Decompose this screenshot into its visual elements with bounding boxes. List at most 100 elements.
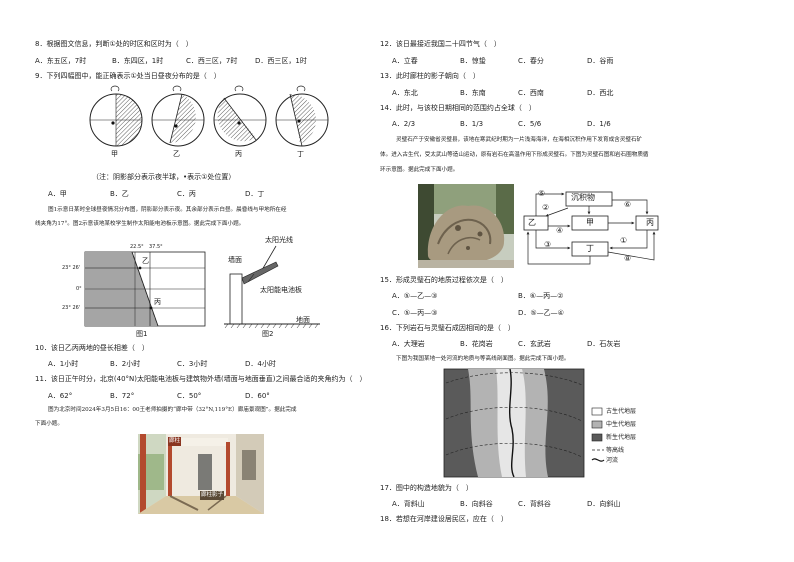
- cycle-label-bing: 丙: [646, 218, 654, 227]
- cycle-label-1: ①: [620, 236, 628, 245]
- q8-option-b[interactable]: B．东四区，1时: [112, 57, 164, 65]
- q9-option-c[interactable]: C．丙: [177, 190, 196, 198]
- cycle-label-4: ④: [556, 226, 564, 235]
- cycle-label-3: ③: [544, 240, 552, 249]
- globe-label-jia: 甲: [111, 150, 118, 158]
- q10-option-d[interactable]: D．4小时: [245, 360, 276, 368]
- q12-option-a[interactable]: A．立春: [392, 57, 418, 65]
- q15-option-b[interactable]: B．⑥—丙—②: [518, 292, 564, 300]
- fig2-ground-label: 地面: [296, 316, 310, 324]
- cycle-label-5: ⑤: [538, 189, 546, 198]
- globe-yi: [151, 85, 205, 147]
- passage-2-line-1: 图为北京时间2024年3月5日16：00王老师拍摄的“廊中带（32°N,119°…: [48, 407, 297, 413]
- q8-stem: 8．根据图文信息，判断①处的时区和区时为（ ）: [35, 40, 193, 48]
- q10-option-c[interactable]: C．3小时: [177, 360, 208, 368]
- q16-option-a[interactable]: A．大理岩: [392, 340, 425, 348]
- fig2-caption: 图2: [262, 330, 274, 338]
- q17-option-d[interactable]: D．向斜山: [587, 500, 621, 508]
- corridor-photo: 廊柱 廊柱影子: [138, 434, 264, 514]
- fig2-panel-label: 太阳能电池板: [260, 286, 302, 294]
- q13-option-c[interactable]: C．西南: [518, 89, 544, 97]
- q14-option-a[interactable]: A．2/3: [392, 120, 416, 128]
- q13-option-b[interactable]: B．东南: [460, 89, 486, 97]
- q8-option-d[interactable]: D．西三区，1时: [255, 57, 307, 65]
- cycle-label-sediment: 沉积物: [571, 193, 595, 202]
- q10-stem: 10．该日乙丙两地的昼长相差（ ）: [35, 344, 149, 352]
- legend-paleozoic: 古生代地层: [606, 408, 637, 415]
- fig1-lat-north: 23° 26': [62, 265, 81, 271]
- globe-label-bing: 丙: [235, 150, 242, 158]
- q13-option-d[interactable]: D．西北: [587, 89, 614, 97]
- globe-jia: [89, 85, 143, 147]
- legend-contour: 等高线: [606, 447, 625, 454]
- cycle-label-jia: 甲: [586, 218, 594, 227]
- q12-option-b[interactable]: B．惊蛰: [460, 57, 486, 65]
- fig1-point-bing: 丙: [154, 298, 161, 306]
- q10-option-a[interactable]: A．1小时: [48, 360, 79, 368]
- q12-option-c[interactable]: C．春分: [518, 57, 544, 65]
- q8-option-a[interactable]: A．东五区，7时: [35, 57, 87, 65]
- q15-stem: 15．形成灵璧石的地质过程依次是（ ）: [380, 276, 508, 284]
- figure-1-day-night-map: [84, 251, 206, 327]
- q15-option-d[interactable]: D．⑤—乙—④: [518, 309, 564, 317]
- cycle-label-2: ②: [542, 203, 550, 212]
- q17-option-c[interactable]: C．背斜谷: [518, 500, 551, 508]
- geologic-legend: [591, 407, 605, 462]
- passage-3-line-1: 灵璧石产于安徽省灵璧县，该地在寒武纪时期为一片浅海海洋，在海相沉积作用下发育成含…: [396, 137, 643, 143]
- figure-2-solar-panel: [224, 245, 320, 329]
- photo-tag-pillar: 廊柱: [168, 437, 182, 446]
- photo-tag-shadow: 廊柱影子: [200, 491, 225, 500]
- lingbi-rock-photo: [418, 184, 514, 268]
- globe-label-yi: 乙: [173, 150, 180, 158]
- q12-option-d[interactable]: D．谷雨: [587, 57, 614, 65]
- passage-1-line-1: 图1示意日某时全球昼夜情况分布图，阴影部分表示夜。其余部分表示白昼。晨昏线与甲地…: [48, 207, 287, 213]
- q9-option-b[interactable]: B．乙: [110, 190, 129, 198]
- q16-option-b[interactable]: B．花岗岩: [460, 340, 493, 348]
- fig1-lon-b: 37.5°: [149, 244, 163, 250]
- legend-river: 河流: [606, 457, 619, 464]
- q11-option-b[interactable]: B．72°: [110, 392, 135, 400]
- cycle-label-6: ⑥: [624, 200, 632, 209]
- q9-option-a[interactable]: A．甲: [48, 190, 67, 198]
- q16-option-d[interactable]: D．石灰岩: [587, 340, 621, 348]
- q17-stem: 17．图中的构造地貌为（ ）: [380, 484, 473, 492]
- q14-option-d[interactable]: D．1/6: [587, 120, 611, 128]
- legend-cenozoic: 新生代地层: [606, 434, 637, 441]
- q15-option-a[interactable]: A．⑤—乙—③: [392, 292, 438, 300]
- fig1-caption: 图1: [136, 330, 148, 338]
- globe-bing: [213, 85, 267, 147]
- fig2-wall-label: 墙面: [228, 256, 242, 264]
- q9-stem: 9．下列四幅图中，能正确表示①处当日昼夜分布的是（ ）: [35, 72, 221, 80]
- cycle-label-8: ⑧: [624, 254, 632, 263]
- q10-option-b[interactable]: B．2小时: [110, 360, 141, 368]
- passage-3-line-2: 体。进入古生代，受太武山等造山运动，原有岩石在高温作用下形成灵璧石。下图为灵璧石…: [380, 152, 649, 158]
- q11-option-a[interactable]: A．62°: [48, 392, 73, 400]
- fig2-sun-label: 太阳光线: [265, 236, 293, 244]
- q11-option-d[interactable]: D．60°: [245, 392, 270, 400]
- fig1-point-yi: 乙: [142, 257, 149, 265]
- q8-option-c[interactable]: C．西三区，7时: [186, 57, 238, 65]
- q16-option-c[interactable]: C．玄武岩: [518, 340, 551, 348]
- q14-stem: 14．此时，与该校日期相同的范围约占全球（ ）: [380, 104, 536, 112]
- passage-3-line-3: 环示意图。据此完成下面小题。: [380, 167, 459, 173]
- passage-1-line-2: 线夹角为17°。图2示意该地某校学生制作太阳能电池板示意图。据此完成下面小题。: [35, 221, 245, 227]
- q9-note: （注：阴影部分表示夜半球，•表示①处位置）: [92, 173, 236, 181]
- q15-option-c[interactable]: C．⑤—丙—③: [392, 309, 438, 317]
- q14-option-c[interactable]: C．5/6: [518, 120, 542, 128]
- q12-stem: 12．该日最接近我国二十四节气（ ）: [380, 40, 501, 48]
- cycle-label-yi: 乙: [528, 218, 536, 227]
- passage-2-line-2: 下面小题。: [35, 421, 63, 427]
- q13-option-a[interactable]: A．东北: [392, 89, 418, 97]
- legend-mesozoic: 中生代地层: [606, 421, 637, 428]
- passage-4-line-1: 下图为我国某地一处河流的地质与等高线剖面图。据此完成下面小题。: [396, 356, 570, 362]
- q11-option-c[interactable]: C．50°: [177, 392, 202, 400]
- q9-globe-diagrams: [89, 85, 329, 147]
- q16-stem: 16．下列岩石与灵璧石成因相同的是（ ）: [380, 324, 515, 332]
- q17-option-a[interactable]: A．背斜山: [392, 500, 425, 508]
- fig1-lat-south: 23° 26': [62, 305, 81, 311]
- q9-option-d[interactable]: D．丁: [245, 190, 265, 198]
- q13-stem: 13．此时廊柱的影子朝向（ ）: [380, 72, 480, 80]
- q17-option-b[interactable]: B．向斜谷: [460, 500, 493, 508]
- cycle-label-ding: 丁: [586, 244, 594, 253]
- q14-option-b[interactable]: B．1/3: [460, 120, 484, 128]
